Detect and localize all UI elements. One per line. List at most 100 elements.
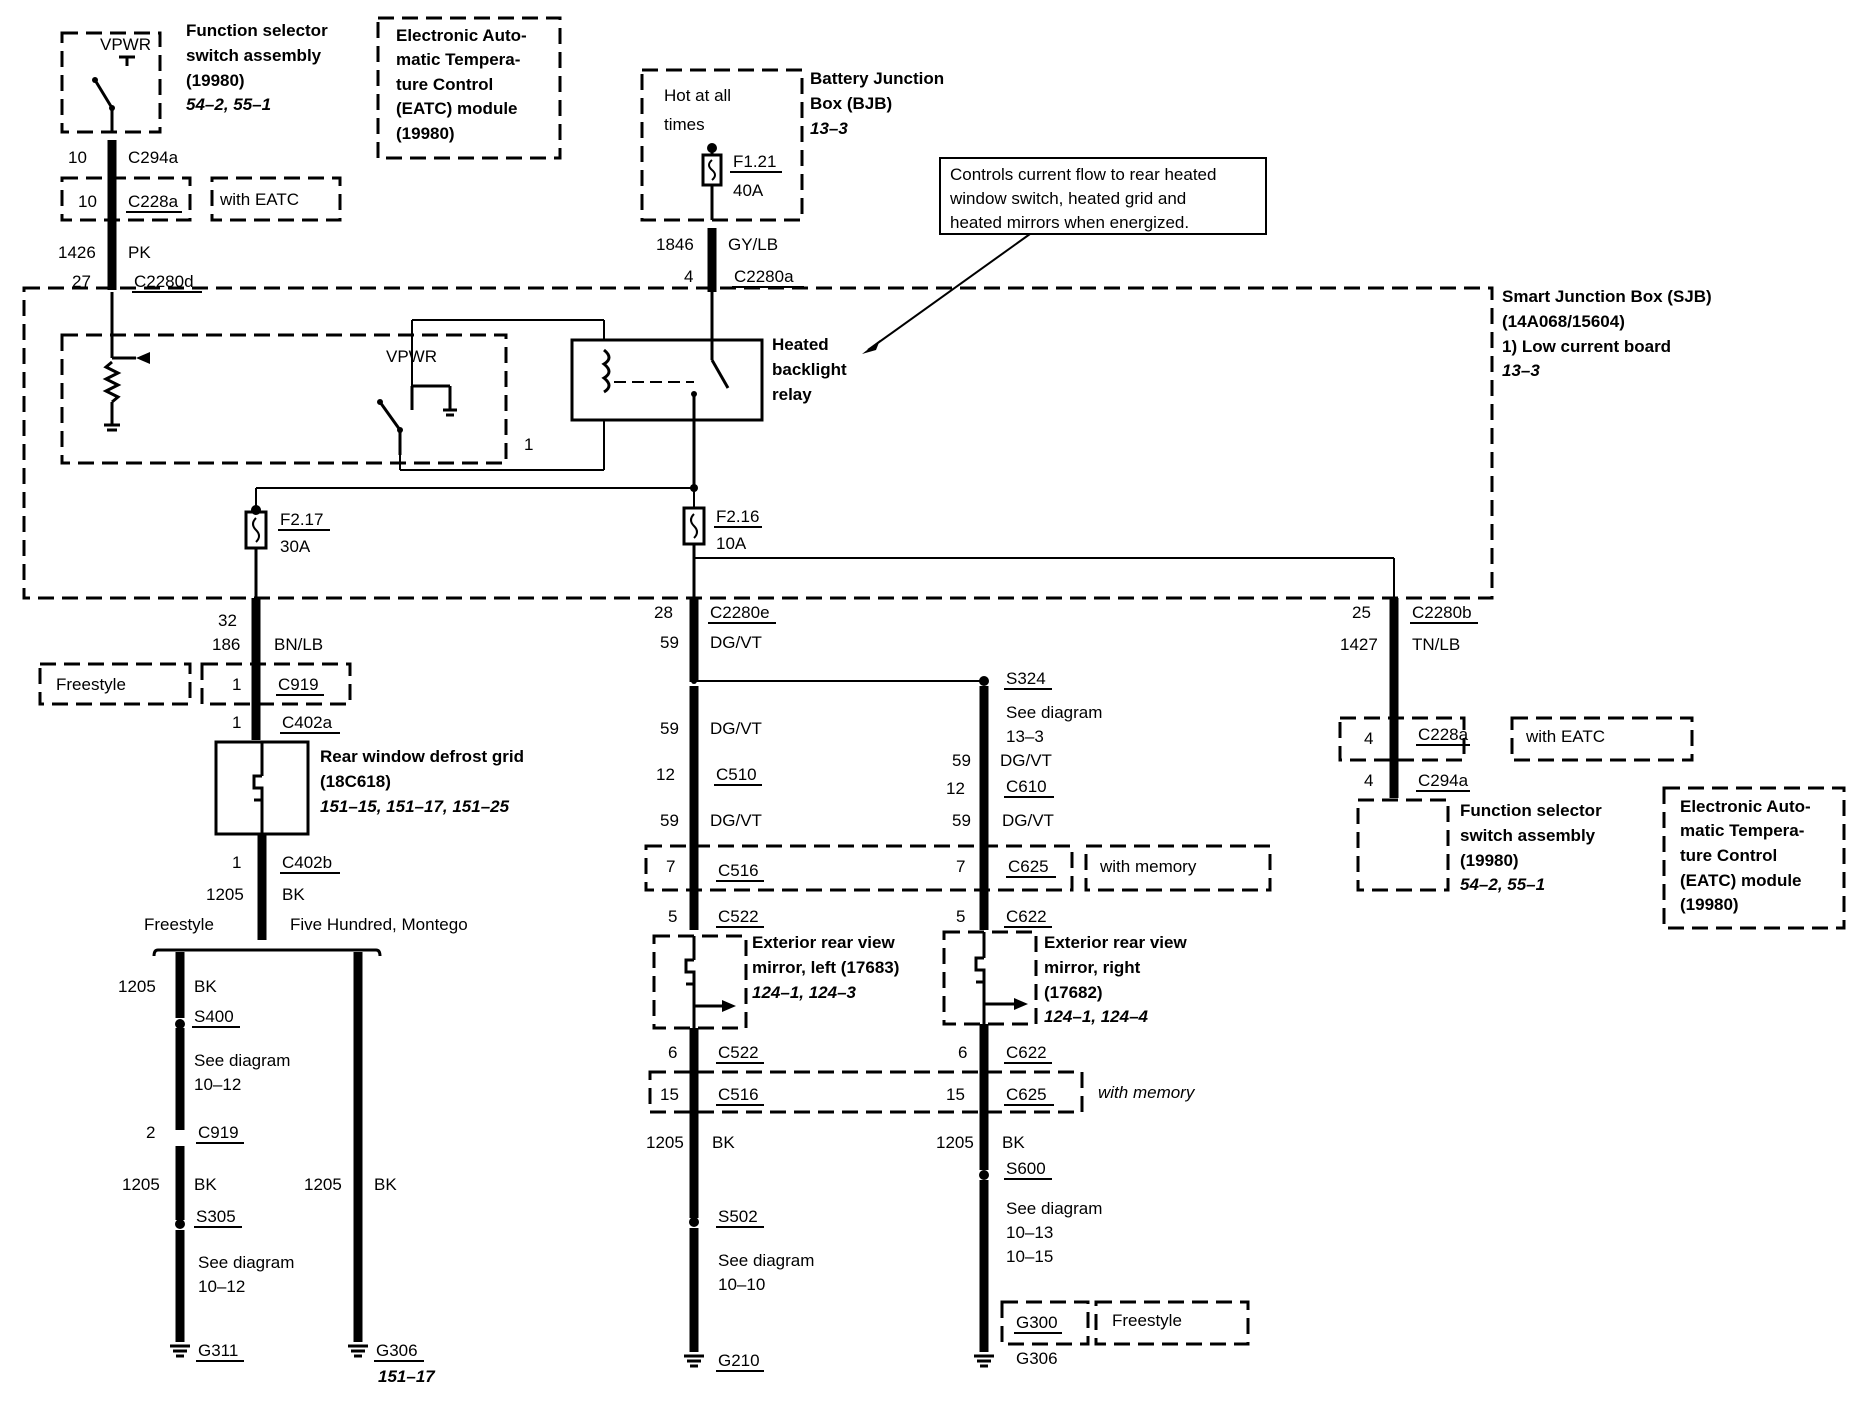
- splice-label: S324: [1006, 669, 1046, 688]
- wire-color-label: DG/VT: [1000, 751, 1052, 770]
- eatc-top-line4: (EATC) module: [396, 99, 518, 118]
- relay-title-line3: relay: [772, 385, 812, 404]
- circuit-label: 1205: [122, 1175, 160, 1194]
- wire-color-label: BK: [282, 885, 305, 904]
- mirror-right-title-line3: (17682): [1044, 983, 1103, 1002]
- see-diagram-ref: 10–10: [718, 1275, 765, 1294]
- pin-label: 10: [68, 148, 87, 167]
- bjb-fuse-amps: 40A: [733, 181, 764, 200]
- exterior-mirror-right: Exterior rear view mirror, right (17682)…: [942, 930, 1187, 1026]
- pin-label: 12: [656, 765, 675, 784]
- fuse-f216-label: F2.16: [716, 507, 759, 526]
- circuit-label: 1205: [936, 1133, 974, 1152]
- see-diagram-ref: 10–12: [198, 1277, 245, 1296]
- func-selector-top-line2: switch assembly: [186, 46, 322, 65]
- see-diagram-label: See diagram: [1006, 703, 1102, 722]
- condition-label: with memory: [1098, 1083, 1196, 1102]
- wire-color-label: DG/VT: [710, 633, 762, 652]
- circuit-label: 1205: [646, 1133, 684, 1152]
- connector-label: C622: [1006, 1043, 1047, 1062]
- wire-color-label: BK: [374, 1175, 397, 1194]
- wire-color-label: PK: [128, 243, 151, 262]
- connector-label: C294a: [1418, 771, 1469, 790]
- wire-right-lower: 6 C622 15 C625 with memory 1205 BK S600 …: [936, 1024, 1250, 1368]
- sjb-title-line3: 1) Low current board: [1502, 337, 1671, 356]
- ground-label: G311: [198, 1341, 238, 1360]
- pin-label: 1: [232, 675, 241, 694]
- callout-line1: Controls current flow to rear heated: [950, 165, 1216, 184]
- connector-label: C516: [718, 861, 759, 880]
- wire-color-label: DG/VT: [710, 719, 762, 738]
- relay-title-line1: Heated: [772, 335, 829, 354]
- pin-label: 12: [946, 779, 965, 798]
- eatc-module-top: Electronic Auto- matic Tempera- ture Con…: [376, 16, 562, 160]
- func-selector-bottom-line1: Function selector: [1460, 801, 1602, 820]
- wire-right: S324 See diagram 13–3 59 DG/VT 12 C610 5…: [946, 669, 1272, 930]
- wire-left-branch: 32 186 BN/LB Freestyle 1 C919 1 C402a: [38, 598, 352, 740]
- fuse-f217-label: F2.17: [280, 510, 323, 529]
- circuit-label: 59: [660, 633, 679, 652]
- relay-title-line2: backlight: [772, 360, 847, 379]
- wire-top-mid: 1846 GY/LB 4 C2280a: [656, 228, 804, 292]
- connector-label: C625: [1008, 857, 1049, 876]
- sjb-pin-label: 1: [524, 435, 533, 454]
- see-diagram-ref: 10–13: [1006, 1223, 1053, 1242]
- splice-label: S502: [718, 1207, 758, 1226]
- defrost-title-line1: Rear window defrost grid: [320, 747, 524, 766]
- pin-label: 25: [1352, 603, 1371, 622]
- wire-left-ground: 1205 BK G306 151–17: [304, 952, 436, 1386]
- eatc-top-line1: Electronic Auto-: [396, 26, 527, 45]
- bjb-hot-line2: times: [664, 115, 705, 134]
- connector-label: C516: [718, 1085, 759, 1104]
- pin-label: 1: [232, 713, 241, 732]
- eatc-top-line5: (19980): [396, 124, 455, 143]
- mirror-left-title-line1: Exterior rear view: [752, 933, 895, 952]
- eatc-bottom-line3: ture Control: [1680, 846, 1777, 865]
- pin-label: 7: [956, 857, 965, 876]
- func-selector-bottom-ref: 54–2, 55–1: [1460, 875, 1545, 894]
- connector-label: C2280b: [1412, 603, 1472, 622]
- split-label-right: Five Hundred, Montego: [290, 915, 468, 934]
- circuit-label: 1846: [656, 235, 694, 254]
- circuit-label: 59: [952, 811, 971, 830]
- connector-label: C625: [1006, 1085, 1047, 1104]
- connector-label: C402a: [282, 713, 333, 732]
- eatc-bottom-line2: matic Tempera-: [1680, 821, 1804, 840]
- func-selector-top-line3: (19980): [186, 71, 245, 90]
- condition-label: Freestyle: [56, 675, 126, 694]
- connector-label: C510: [716, 765, 757, 784]
- mirror-left-title-line2: mirror, left (17683): [752, 958, 899, 977]
- see-diagram-ref: 10–15: [1006, 1247, 1053, 1266]
- circuit-label: 59: [660, 811, 679, 830]
- sjb-title-line2: (14A068/15604): [1502, 312, 1625, 331]
- fuse-f216-amps: 10A: [716, 534, 747, 553]
- fuse-f217-amps: 30A: [280, 537, 311, 556]
- connector-label: C402b: [282, 853, 332, 872]
- mirror-right-title-line1: Exterior rear view: [1044, 933, 1187, 952]
- function-selector-top: VPWR Function selector switch assembly (…: [60, 21, 328, 134]
- circuit-label: 186: [212, 635, 240, 654]
- connector-label: C522: [718, 907, 759, 926]
- func-selector-top-line1: Function selector: [186, 21, 328, 40]
- mirror-right-ref: 124–1, 124–4: [1044, 1007, 1149, 1026]
- wire-left-lower: 1 C402b 1205 BK Freestyle Five Hundred, …: [144, 834, 468, 957]
- sjb-title-line1: Smart Junction Box (SJB): [1502, 287, 1712, 306]
- pin-label: 28: [654, 603, 673, 622]
- pin-label: 1: [232, 853, 241, 872]
- callout-line2: window switch, heated grid and: [949, 189, 1186, 208]
- wire-color-label: DG/VT: [710, 811, 762, 830]
- eatc-module-bottom: Electronic Auto- matic Tempera- ture Con…: [1662, 786, 1846, 930]
- connector-label: C228a: [128, 192, 179, 211]
- pin-label: 5: [668, 907, 677, 926]
- wire-middle: 28 C2280e 59 DG/VT 59 DG/VT 12 C510 59 D…: [644, 598, 1074, 930]
- func-selector-top-ref: 54–2, 55–1: [186, 95, 271, 114]
- condition-label: Freestyle: [1112, 1311, 1182, 1330]
- connector-label: C919: [278, 675, 319, 694]
- pin-label: 27: [72, 272, 91, 291]
- bjb-title-line1: Battery Junction: [810, 69, 944, 88]
- connector-label: C2280e: [710, 603, 770, 622]
- wire-color-label: BN/LB: [274, 635, 323, 654]
- mirror-left-ref: 124–1, 124–3: [752, 983, 857, 1002]
- connector-label: C2280d: [134, 272, 194, 291]
- wire-color-label: TN/LB: [1412, 635, 1460, 654]
